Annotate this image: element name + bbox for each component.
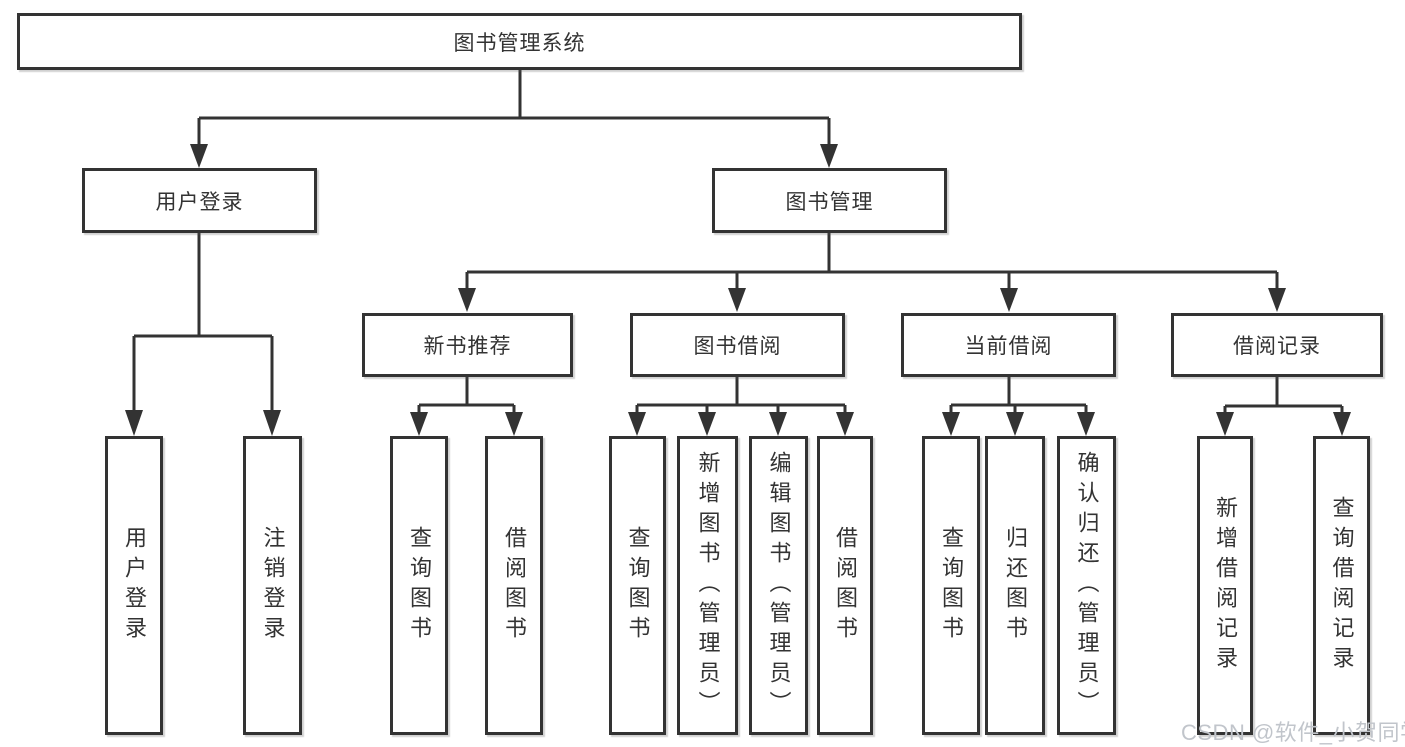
arrowhead xyxy=(1333,412,1351,436)
leaf-bb-query-books-label: 查询图书 xyxy=(625,525,651,646)
node-current-borrowing-label: 当前借阅 xyxy=(964,335,1053,358)
leaf-cb-confirm-return: 确认归还（管理员） xyxy=(1057,436,1116,735)
leaf-bb-query-books: 查询图书 xyxy=(609,436,666,735)
leaf-br-query-record: 查询借阅记录 xyxy=(1313,436,1370,735)
leaf-br-add-record-label: 新增借阅记录 xyxy=(1213,495,1238,676)
arrowhead xyxy=(836,412,854,436)
node-root: 图书管理系统 xyxy=(17,13,1022,70)
arrowhead xyxy=(458,288,476,312)
leaf-bb-edit-books-label: 编辑图书（管理员） xyxy=(766,450,792,721)
leaf-bb-add-books: 新增图书（管理员） xyxy=(677,436,738,735)
leaf-nbr-query-books-label: 查询图书 xyxy=(407,525,432,646)
leaf-bb-edit-books: 编辑图书（管理员） xyxy=(749,436,808,735)
arrowhead xyxy=(410,412,428,436)
arrowhead xyxy=(125,410,143,436)
arrowhead xyxy=(1000,288,1018,312)
node-user-login-group: 用户登录 xyxy=(82,168,317,233)
connector-borrowing-records xyxy=(1223,377,1344,414)
leaf-nbr-query-books: 查询图书 xyxy=(390,436,448,735)
connector-book-borrowing xyxy=(635,377,847,414)
leaf-nbr-borrow-books: 借阅图书 xyxy=(485,436,543,735)
connector-root xyxy=(197,70,831,146)
arrowhead xyxy=(628,412,646,436)
node-user-login-group-label: 用户登录 xyxy=(155,190,244,214)
arrowhead xyxy=(263,410,281,436)
node-current-borrowing: 当前借阅 xyxy=(901,313,1116,377)
node-new-book-recommend-label: 新书推荐 xyxy=(423,335,512,358)
arrowhead xyxy=(190,144,208,168)
leaf-bb-borrow-books: 借阅图书 xyxy=(817,436,873,735)
connector-book-management xyxy=(465,233,1279,290)
node-borrowing-records: 借阅记录 xyxy=(1171,313,1383,377)
leaf-nbr-borrow-books-label: 借阅图书 xyxy=(502,525,527,646)
node-borrowing-records-label: 借阅记录 xyxy=(1233,335,1321,358)
node-book-management-label: 图书管理 xyxy=(785,190,874,214)
leaf-logout-label: 注销登录 xyxy=(260,525,286,646)
leaf-cb-confirm-return-label: 确认归还（管理员） xyxy=(1074,450,1100,721)
node-new-book-recommend: 新书推荐 xyxy=(362,313,573,377)
arrowhead xyxy=(942,412,960,436)
leaf-br-add-record: 新增借阅记录 xyxy=(1197,436,1253,735)
leaf-cb-return-books: 归还图书 xyxy=(985,436,1045,735)
arrowhead xyxy=(1006,412,1024,436)
node-book-borrowing-label: 图书借阅 xyxy=(693,335,782,358)
leaf-logout: 注销登录 xyxy=(243,436,302,735)
node-root-label: 图书管理系统 xyxy=(453,31,586,55)
arrowhead xyxy=(1216,412,1234,436)
leaf-cb-return-books-label: 归还图书 xyxy=(1003,525,1028,646)
arrowhead xyxy=(728,288,746,312)
leaf-bb-borrow-books-label: 借阅图书 xyxy=(833,525,858,646)
connector-new-book-recommend xyxy=(417,377,516,414)
leaf-cb-query-books-label: 查询图书 xyxy=(939,525,964,646)
node-book-management: 图书管理 xyxy=(712,168,947,233)
connector-current-borrowing xyxy=(949,377,1088,414)
arrowhead xyxy=(1077,412,1095,436)
arrowhead xyxy=(698,412,716,436)
leaf-bb-add-books-label: 新增图书（管理员） xyxy=(695,450,721,721)
arrowhead xyxy=(820,144,838,168)
connector-user-login xyxy=(132,233,274,412)
node-book-borrowing: 图书借阅 xyxy=(630,313,845,377)
leaf-user-login-label: 用户登录 xyxy=(122,525,147,646)
leaf-br-query-record-label: 查询借阅记录 xyxy=(1329,495,1355,676)
leaf-cb-query-books: 查询图书 xyxy=(922,436,980,735)
arrowhead xyxy=(769,412,787,436)
arrowhead xyxy=(505,412,523,436)
arrowhead xyxy=(1268,288,1286,312)
leaf-user-login: 用户登录 xyxy=(105,436,163,735)
